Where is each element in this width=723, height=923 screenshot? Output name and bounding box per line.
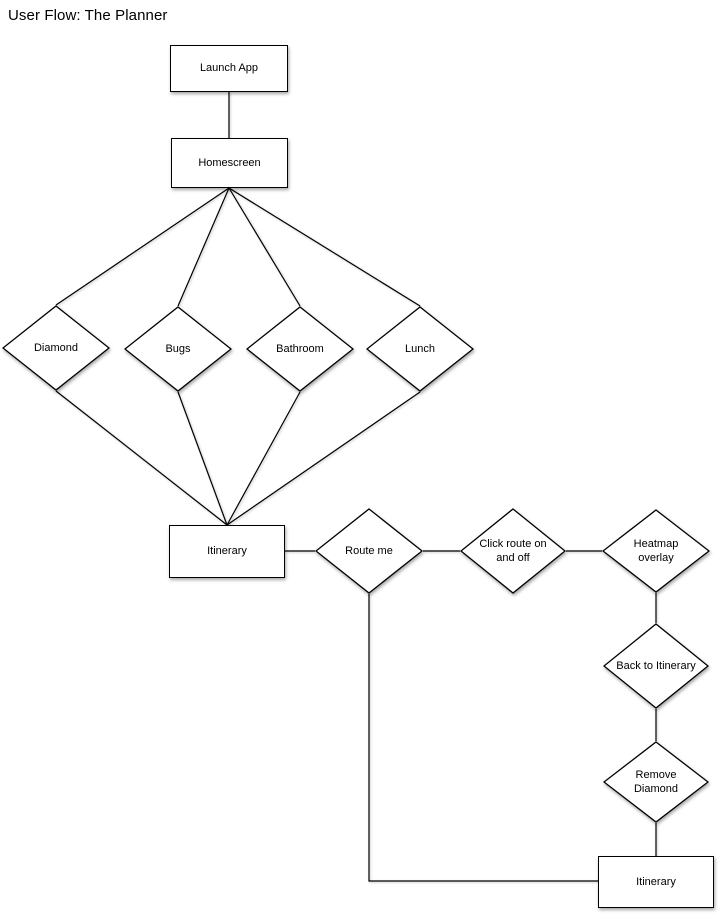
node-route-me[interactable]: Route me [315, 508, 423, 594]
diamond-outline [246, 306, 354, 392]
diamond-outline [603, 623, 709, 709]
node-label: Itinerary [207, 545, 247, 558]
diamond-shape [602, 509, 710, 593]
node-label: Itinerary [636, 875, 676, 888]
node-label: Launch App [199, 62, 259, 75]
node-label: Homescreen [198, 156, 261, 169]
diamond-outline [602, 509, 710, 593]
node-launch-app[interactable]: Launch App [170, 45, 288, 92]
diamond-shape [2, 305, 110, 391]
node-bathroom[interactable]: Bathroom [246, 306, 354, 392]
edge-diamond-to-itinerary-1 [55, 390, 228, 526]
diamond-shape [603, 623, 709, 709]
node-lunch[interactable]: Lunch [366, 306, 474, 392]
edge-bugs-to-itinerary-1 [177, 391, 228, 526]
node-homescreen[interactable]: Homescreen [171, 138, 288, 188]
diamond-shape [124, 306, 232, 392]
diamond-shape [315, 508, 423, 594]
edge-bathroom-to-itinerary-1 [226, 391, 301, 526]
diamond-outline [315, 508, 423, 594]
node-click-route[interactable]: Click route on and off [460, 508, 566, 594]
diamond-outline [124, 306, 232, 392]
diamond-shape [246, 306, 354, 392]
diamond-shape [603, 741, 709, 823]
node-itinerary-1[interactable]: Itinerary [169, 525, 285, 578]
edge-homescreen-to-bugs [177, 187, 230, 307]
diamond-outline [603, 741, 709, 823]
node-heatmap-overlay[interactable]: Heatmap overlay [602, 509, 710, 593]
diamond-shape [460, 508, 566, 594]
edge-homescreen-to-bathroom [228, 187, 301, 307]
node-back-to-itinerary[interactable]: Back to Itinerary [603, 623, 709, 709]
diamond-outline [366, 306, 474, 392]
edge-homescreen-to-diamond [55, 187, 230, 306]
node-diamond[interactable]: Diamond [2, 305, 110, 391]
diamond-shape [366, 306, 474, 392]
diamond-outline [2, 305, 110, 391]
node-itinerary-2[interactable]: Itinerary [598, 856, 714, 908]
diamond-outline [460, 508, 566, 594]
page-title: User Flow: The Planner [8, 7, 168, 24]
edge-homescreen-to-lunch [228, 187, 421, 307]
node-bugs[interactable]: Bugs [124, 306, 232, 392]
edge-route-me-to-itinerary-2 [368, 594, 598, 882]
edge-lunch-to-itinerary-1 [226, 391, 421, 526]
node-remove-diamond[interactable]: Remove Diamond [603, 741, 709, 823]
